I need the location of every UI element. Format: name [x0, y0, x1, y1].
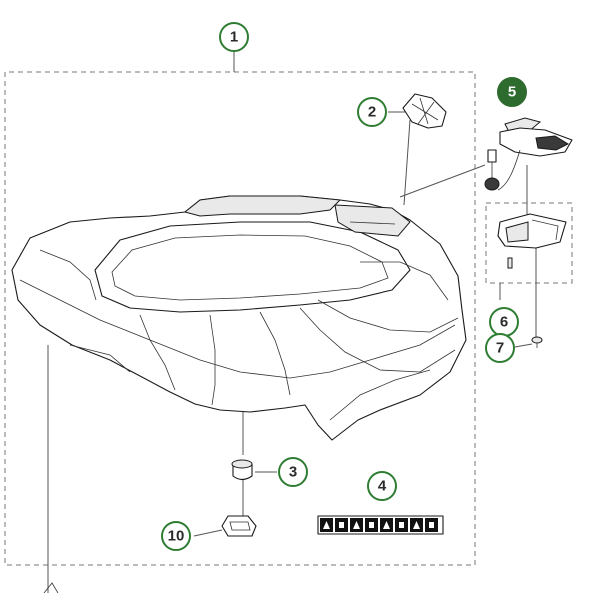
grommet-part — [231, 459, 253, 481]
svg-text:5: 5 — [508, 84, 516, 101]
svg-text:2: 2 — [368, 104, 376, 121]
svg-text:1: 1 — [230, 29, 238, 46]
subassembly-frame — [485, 202, 573, 300]
svg-text:7: 7 — [496, 340, 504, 357]
lower-fragment — [43, 582, 59, 593]
screw-part — [531, 336, 543, 348]
callout-3: 3 — [278, 457, 308, 487]
assembly-frame — [4, 52, 476, 566]
svg-text:3: 3 — [289, 464, 297, 481]
callout-2: 2 — [357, 97, 387, 127]
callout-7: 7 — [485, 333, 515, 363]
bracket-part — [497, 213, 567, 269]
callout-6: 6 — [489, 307, 519, 337]
callout-10: 10 — [161, 521, 191, 551]
display-unit-part — [484, 117, 573, 191]
svg-text:4: 4 — [378, 478, 387, 495]
callout-1: 1 — [219, 22, 249, 52]
warning-label-strip — [317, 515, 444, 535]
top-cover-part — [11, 195, 467, 441]
svg-text:10: 10 — [168, 528, 185, 545]
svg-text:6: 6 — [500, 314, 508, 331]
callout-5: 5 — [497, 77, 527, 107]
badge-part — [402, 93, 447, 129]
callout-4: 4 — [367, 471, 397, 501]
plug-part — [221, 515, 257, 537]
